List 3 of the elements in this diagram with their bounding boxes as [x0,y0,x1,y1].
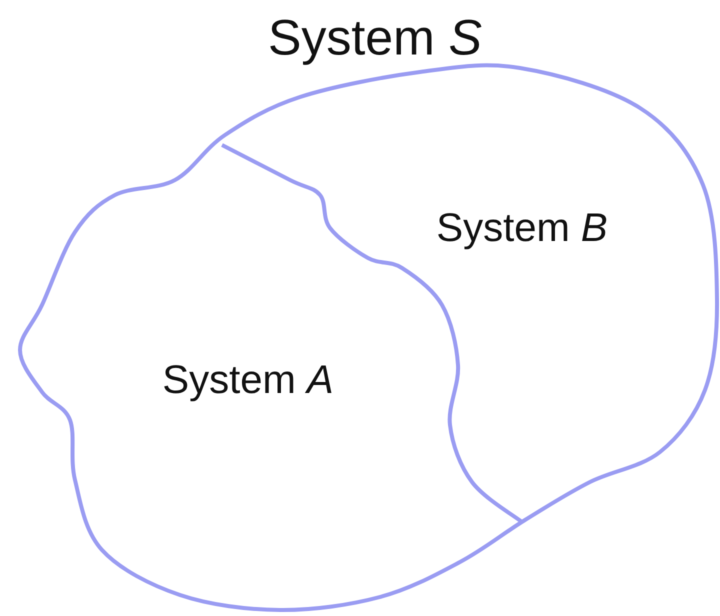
system-heading: System S [268,10,482,66]
region-label: System A [162,358,334,402]
region-label: System B [436,206,608,250]
